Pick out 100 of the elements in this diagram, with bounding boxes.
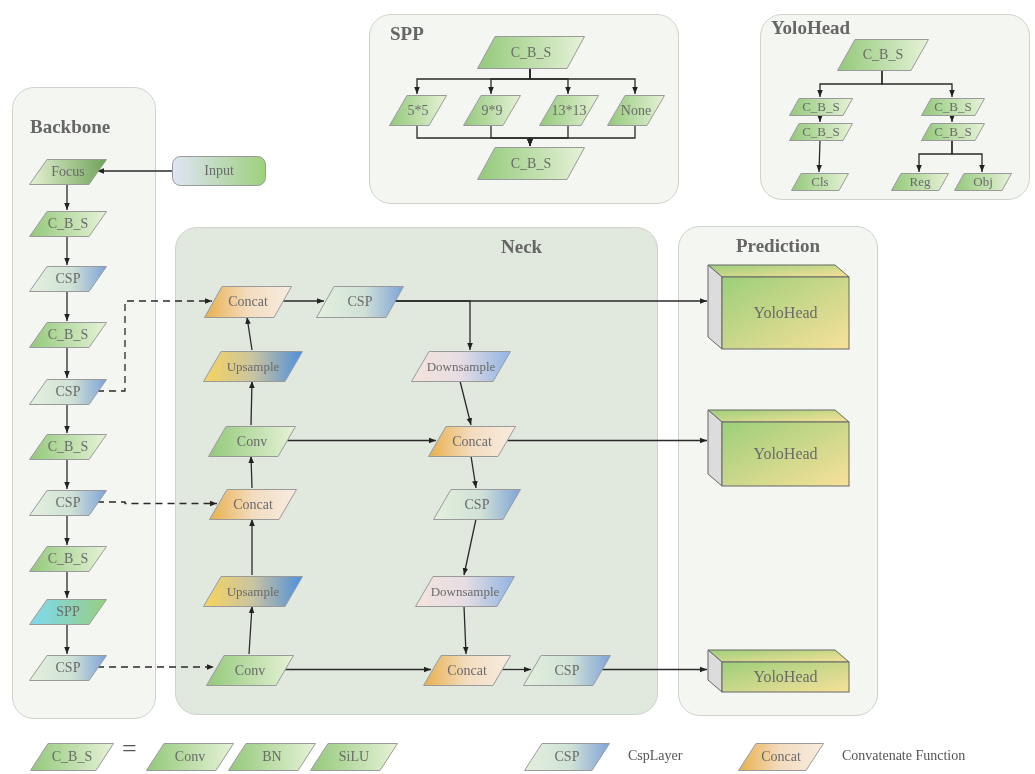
layer-block: [789, 98, 853, 116]
block-label: CSP: [463, 496, 491, 513]
panel-title: Backbone: [30, 116, 111, 138]
block-label: C_B_S: [50, 749, 94, 765]
block-label: Downsample: [425, 358, 497, 375]
layer-block: [433, 489, 521, 520]
equals-sign: =: [122, 736, 137, 762]
block-label: C_B_S: [46, 439, 90, 455]
legend-description: CspLayer: [628, 748, 683, 764]
layer-block: [607, 95, 665, 126]
arrow: [64, 235, 70, 266]
arrow: [64, 514, 70, 546]
arrow: [529, 67, 638, 95]
block-label: C_B_S: [801, 124, 841, 140]
block-label: YoloHead: [752, 304, 819, 322]
arrow: [285, 437, 437, 444]
block-label: Obj: [972, 174, 994, 190]
block-label: Focus: [50, 164, 86, 180]
arrow: [881, 69, 955, 98]
layer-block: [523, 655, 611, 686]
arrow: [248, 455, 254, 489]
block-label: C_B_S: [801, 99, 841, 115]
group-panel: [678, 226, 878, 716]
block-label: SPP: [55, 604, 81, 620]
layer-block: [411, 351, 511, 382]
arrow: [64, 290, 70, 322]
block-label: Downsample: [429, 583, 501, 600]
layer-block: [310, 743, 398, 771]
layer-block: [29, 546, 107, 572]
layer-block: [204, 286, 292, 318]
arrow: [64, 403, 70, 434]
panel-title: YoloHead: [771, 17, 851, 39]
block-label: CSP: [54, 271, 82, 287]
layer-block: [954, 173, 1012, 191]
block-label: Conv: [233, 662, 267, 679]
layer-block: [415, 576, 515, 607]
block-label: C_B_S: [509, 155, 553, 172]
block-label: Reg: [908, 174, 932, 190]
layer-block: [30, 743, 114, 771]
layer-block: [209, 489, 297, 520]
arrow: [816, 139, 822, 173]
layer-block: [524, 743, 610, 771]
block-label: C_B_S: [46, 551, 90, 567]
arrow: [470, 455, 478, 489]
block-label: CSP: [54, 660, 82, 676]
arrow: [283, 666, 432, 673]
layer-block: [423, 655, 511, 686]
group-panel: [12, 87, 156, 719]
dashed-arrow: [96, 298, 213, 392]
block-label: YoloHead: [752, 445, 819, 463]
arrow: [281, 298, 325, 304]
layer-block: [428, 426, 516, 457]
panel-title: SPP: [390, 23, 424, 45]
arrow: [64, 458, 70, 490]
block-label: Concat: [232, 496, 274, 513]
arrow: [249, 380, 255, 426]
arrow: [500, 666, 532, 673]
arrow: [459, 380, 472, 426]
group-panel: [175, 227, 658, 715]
layer-block: [477, 36, 585, 69]
block-label: 9*9: [480, 102, 504, 119]
arrow: [393, 300, 473, 351]
arrow: [505, 437, 708, 444]
block-label: YoloHead: [752, 668, 819, 686]
block-label: Concat: [227, 294, 269, 310]
arrow: [64, 346, 70, 379]
block-label: CSP: [553, 749, 581, 765]
block-label: C_B_S: [933, 99, 973, 115]
arrow: [248, 605, 255, 655]
block-label: C_B_S: [509, 44, 553, 61]
layer-block: [837, 39, 929, 71]
block-label: CSP: [346, 294, 374, 310]
layer-block: [463, 95, 521, 126]
layer-block: [228, 743, 316, 771]
layer-block: [206, 655, 294, 686]
layer-block: [29, 434, 107, 460]
block-label: Conv: [173, 749, 207, 765]
block-label: Cls: [810, 174, 830, 190]
layer-block: [539, 95, 599, 126]
arrow: [527, 124, 636, 147]
layer-block: [316, 286, 404, 318]
arrow: [64, 623, 70, 655]
layer-block: [146, 743, 234, 771]
panel-title: Prediction: [734, 235, 822, 257]
block-label: 5*5: [406, 102, 430, 119]
block-label: C_B_S: [933, 124, 973, 140]
layer-block: [29, 159, 107, 185]
block-label: Concat: [760, 749, 802, 765]
legend-description: Convatenate Function: [842, 748, 966, 764]
layer-block: [477, 147, 585, 180]
layer-block: [738, 743, 824, 771]
block-label: C_B_S: [861, 47, 905, 63]
arrow: [64, 183, 70, 211]
arrow: [249, 518, 255, 576]
layer-block: [29, 655, 107, 681]
layer-block: [29, 211, 107, 237]
block-label: Concat: [446, 662, 488, 679]
block-label: SiLU: [337, 749, 371, 765]
panel-title: Neck: [501, 236, 543, 258]
block-label: None: [619, 102, 653, 119]
